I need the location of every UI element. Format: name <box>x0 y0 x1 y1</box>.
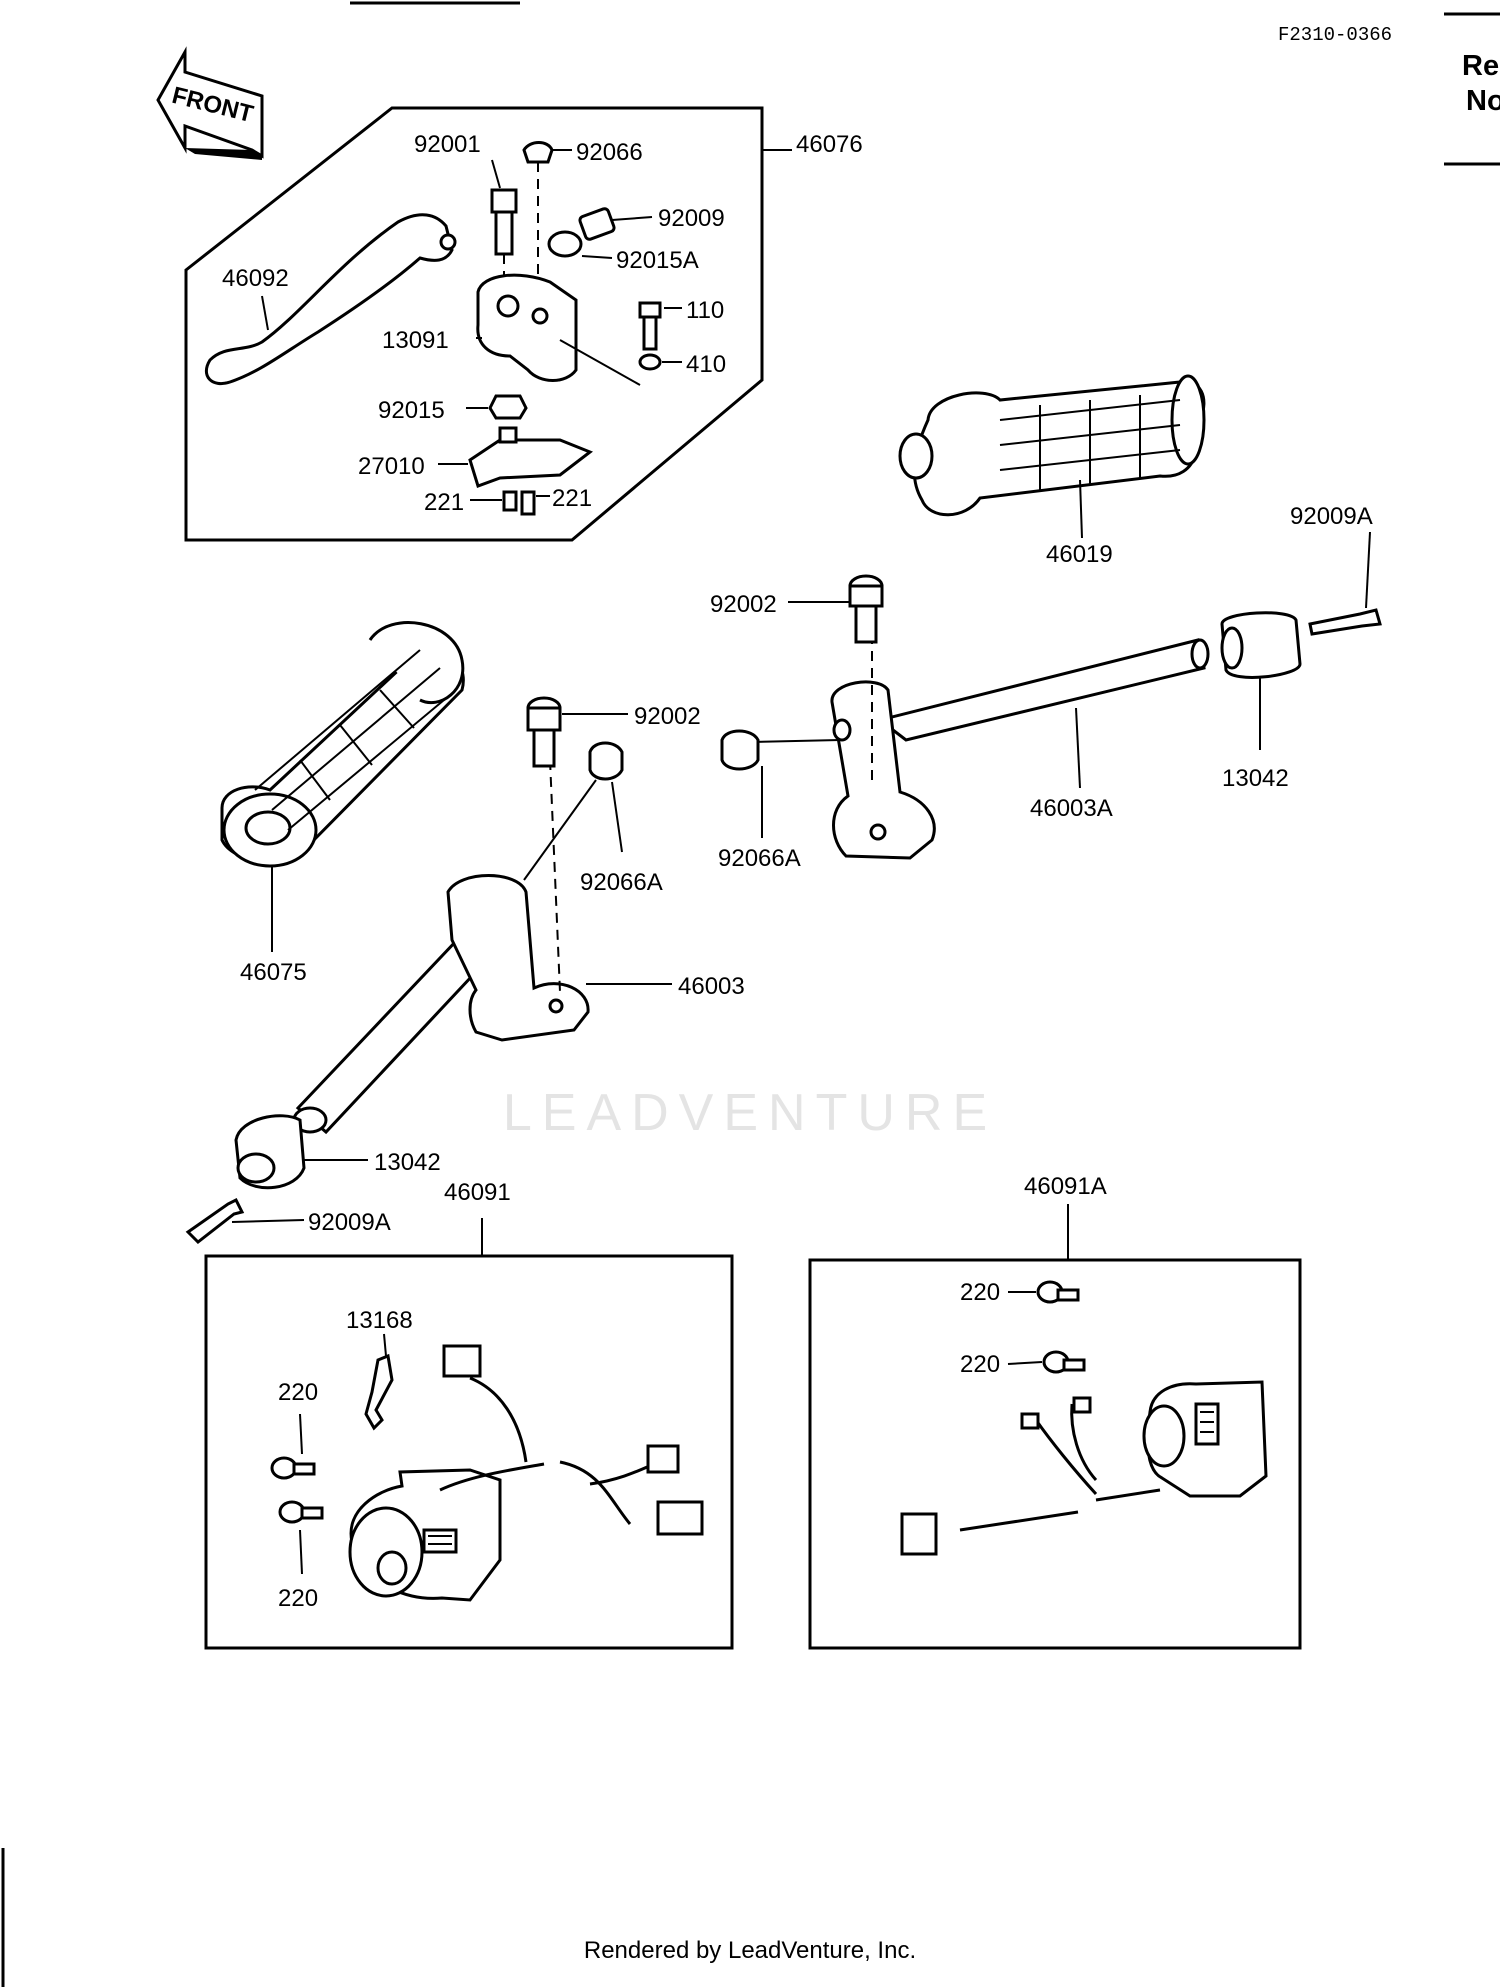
cap-92066A-left <box>588 741 624 781</box>
label-46091: 46091 <box>444 1179 511 1206</box>
bolt-92002-right <box>848 574 884 644</box>
label-92002-left: 92002 <box>634 703 701 730</box>
label-92015A: 92015A <box>616 247 699 274</box>
left-grip <box>220 621 465 868</box>
label-13042-left: 13042 <box>374 1149 441 1176</box>
left-connector-b <box>646 1444 680 1474</box>
right-terminal-a <box>1020 1412 1040 1430</box>
bar-end-right-face <box>1220 626 1244 670</box>
left-switch-housing <box>348 1468 502 1602</box>
label-13091: 13091 <box>382 327 449 354</box>
bolt-92001-shank <box>494 210 514 256</box>
label-46003A: 46003A <box>1030 795 1113 822</box>
side-text-1: Re <box>1462 50 1499 82</box>
side-text-2: No <box>1466 85 1500 117</box>
right-wire-a <box>1034 1419 1098 1496</box>
cap-92066 <box>522 141 554 164</box>
watermark-text: LEADVENTURE <box>503 1084 997 1142</box>
clip-13168 <box>364 1353 394 1431</box>
left-wire-bundle-a <box>439 1462 545 1492</box>
label-92009A-left: 92009A <box>308 1209 391 1236</box>
label-220-b: 220 <box>278 1585 318 1612</box>
left-wire-bundle-d <box>589 1462 655 1486</box>
label-13042-right: 13042 <box>1222 765 1289 792</box>
label-220-c: 220 <box>960 1279 1000 1306</box>
holder-hole-2 <box>531 307 549 325</box>
label-13168: 13168 <box>346 1307 413 1334</box>
screw-92009A-left <box>185 1197 245 1244</box>
label-46091A: 46091A <box>1024 1173 1107 1200</box>
cap-92066A-left-guide <box>523 779 597 881</box>
label-92002-right: 92002 <box>710 591 777 618</box>
right-switch-frame <box>808 1258 1302 1650</box>
right-connector <box>900 1512 938 1556</box>
label-92009: 92009 <box>658 205 725 232</box>
bar-end-left-face <box>236 1152 276 1184</box>
label-46076: 46076 <box>796 131 863 158</box>
bolt-92002-left <box>526 696 562 768</box>
bolt-92001-head <box>490 188 518 214</box>
bolt-110-head <box>638 301 662 319</box>
left-wire-bundle-b <box>469 1376 528 1463</box>
cap-92066A-right-guide <box>749 739 841 743</box>
left-switch-frame <box>204 1254 734 1650</box>
lever-pivot-hole <box>439 233 457 251</box>
label-220-d: 220 <box>960 1351 1000 1378</box>
label-46003: 46003 <box>678 973 745 1000</box>
leader-lines <box>231 149 1371 1575</box>
nut-92015 <box>488 394 528 420</box>
screw-221-b <box>520 490 536 516</box>
footer-credit: Rendered by LeadVenture, Inc. <box>584 1937 916 1964</box>
label-46092: 46092 <box>222 265 289 292</box>
front-arrow-icon: FRONT <box>156 46 264 160</box>
screw-220-b <box>278 1500 324 1524</box>
switch-plunger <box>498 426 518 444</box>
cap-92066A-right <box>720 729 760 771</box>
screw-220-d <box>1042 1350 1086 1374</box>
label-92066: 92066 <box>576 139 643 166</box>
washer-92015A <box>547 230 583 258</box>
diagram-code: F2310-0366 <box>1278 24 1392 46</box>
bolt-110-shank <box>642 315 658 351</box>
label-221-b: 221 <box>552 485 592 512</box>
label-110: 110 <box>686 297 724 324</box>
right-wire-b <box>1070 1403 1098 1482</box>
right-wire-c <box>1095 1488 1161 1502</box>
left-connector-c <box>656 1500 704 1536</box>
right-grip <box>898 374 1206 517</box>
label-92066A-left: 92066A <box>718 845 801 872</box>
label-220-a: 220 <box>278 1379 318 1406</box>
label-92066A-right: 92066A <box>580 869 663 896</box>
label-92015: 92015 <box>378 397 445 424</box>
label-410: 410 <box>686 351 726 378</box>
bar-end-weight-right <box>1220 611 1302 679</box>
label-46019: 46019 <box>1046 541 1113 568</box>
left-wire-bundle-c <box>559 1460 632 1525</box>
bolt-92002-left-guide <box>549 759 561 993</box>
right-wire-d <box>959 1510 1079 1532</box>
label-27010: 27010 <box>358 453 425 480</box>
screw-220-a <box>270 1456 316 1480</box>
holder-bolt-guide <box>559 339 641 386</box>
lever-assembly-frame <box>184 106 764 542</box>
label-92009A-top: 92009A <box>1290 503 1373 530</box>
brake-light-switch <box>468 438 594 488</box>
adjuster-92009 <box>578 207 616 241</box>
label-221-a: 221 <box>424 489 464 516</box>
screw-221-a <box>502 490 518 512</box>
screw-220-c <box>1036 1280 1080 1304</box>
right-terminal-b <box>1072 1396 1092 1414</box>
screw-92009A-top <box>1308 608 1382 636</box>
label-46075: 46075 <box>240 959 307 986</box>
lever-holder <box>476 273 578 382</box>
label-92001: 92001 <box>414 131 481 158</box>
washer-410 <box>638 353 662 371</box>
brake-lever <box>204 213 454 385</box>
right-handlebar <box>830 638 1210 860</box>
left-handlebar <box>292 874 590 1135</box>
left-connector-a <box>442 1344 482 1378</box>
right-switch-housing <box>1142 1380 1268 1498</box>
holder-hole-1 <box>496 294 520 318</box>
